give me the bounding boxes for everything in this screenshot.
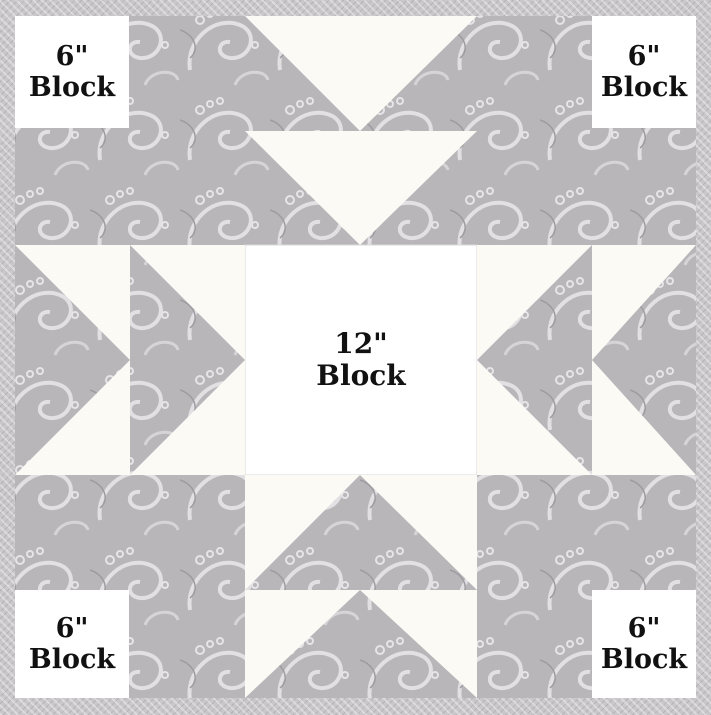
block-label-top-right: 6" Block — [592, 16, 696, 128]
block-label-top-left: 6" Block — [15, 16, 129, 128]
block-word-text: Block — [29, 644, 115, 675]
block-word-text: Block — [601, 72, 687, 103]
block-word-text: Block — [316, 360, 405, 392]
block-size-text: 12" — [334, 328, 388, 360]
block-size-text: 6" — [56, 613, 89, 644]
block-label-bottom-left: 6" Block — [15, 590, 129, 698]
block-label-center: 12" Block — [245, 245, 477, 475]
block-word-text: Block — [601, 644, 687, 675]
block-word-text: Block — [29, 72, 115, 103]
block-size-text: 6" — [56, 41, 89, 72]
block-label-bottom-right: 6" Block — [592, 590, 696, 698]
block-size-text: 6" — [628, 41, 661, 72]
block-size-text: 6" — [628, 613, 661, 644]
